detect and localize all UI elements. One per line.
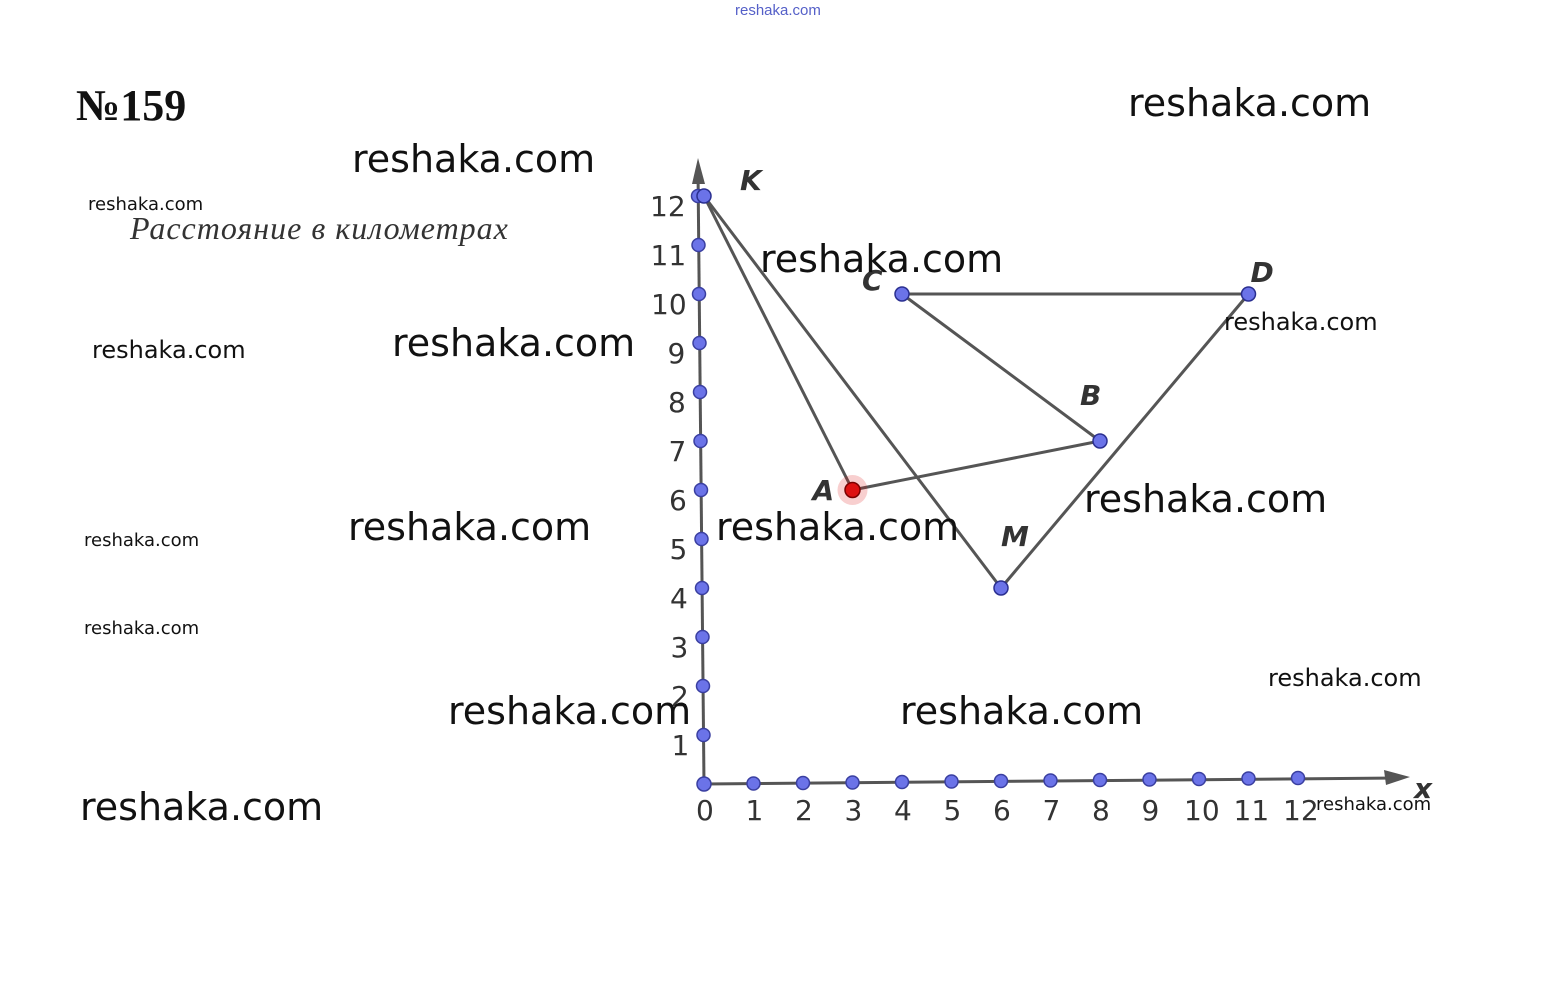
y-tick-point [693,433,708,449]
x-tick-point [944,774,959,789]
watermark: reshaka.com [900,689,1144,733]
x-tick-point [746,776,761,791]
y-tick-label: 5 [670,533,688,566]
y-axis-arrow [692,158,705,184]
point-M [993,580,1009,596]
point-label-D: D [1251,256,1274,289]
y-tick-label: 11 [651,239,687,272]
point-label-C: C [862,264,883,297]
x-tick-label: 11 [1234,794,1270,827]
watermark: reshaka.com [84,530,200,551]
x-tick-label: 6 [993,794,1011,827]
origin-point [696,776,712,792]
x-tick-label: 9 [1142,794,1160,827]
segment-BC [901,292,1101,443]
watermark: reshaka.com [760,237,1004,281]
watermark: reshaka.com [1316,794,1432,815]
point-label-A: A [811,474,835,507]
x-tick-point [894,774,910,790]
segment-KA [702,195,854,491]
point-label-B: B [1080,379,1101,412]
x-axis-name: x [1412,772,1433,805]
point-label-M: M [1001,520,1029,553]
watermark: reshaka.com [80,785,324,829]
x-tick-point [1241,771,1256,786]
x-tick-label: 4 [894,794,912,827]
x-tick-point [1142,772,1157,787]
watermark: reshaka.com [84,618,200,639]
point-K [696,188,712,204]
segment-DM [999,293,1250,589]
watermark: reshaka.com [716,505,960,549]
segments [702,195,1250,589]
watermark: reshaka.com [1224,308,1378,336]
x-tick-label: 5 [944,794,962,827]
watermark: reshaka.com [1128,81,1372,125]
x-tick-point [845,775,860,790]
y-tick-point [695,629,710,645]
y-tick-label: 6 [669,484,687,517]
x-axis-arrow [1384,770,1410,785]
watermark: reshaka.com [392,321,636,365]
distance-label: Расстояние в километрах [130,210,509,246]
x-tick-label: 7 [1043,794,1061,827]
task-number: №159 [76,81,187,130]
x-tick-point [1191,771,1207,787]
point-A [844,481,861,499]
y-tick-label: 1 [672,729,690,762]
x-tick-label: 10 [1184,794,1220,827]
y-tick-label: 3 [671,631,689,664]
points: K C D B A M [696,164,1274,596]
y-tick-point [692,335,707,351]
y-tick-label: 4 [670,582,688,615]
x-tick-label: 8 [1092,794,1110,827]
y-tick-label: 2 [671,680,689,713]
y-tick-label: 9 [668,337,686,370]
point-B [1092,433,1108,449]
x-tick-label: 3 [845,794,863,827]
x-tick-point [795,775,811,791]
segment-MK [702,195,1003,589]
y-tick-label: 7 [669,435,687,468]
watermark: reshaka.com [352,137,596,181]
watermark-top: reshaka.com [735,2,821,19]
watermark: reshaka.com [1084,477,1328,521]
y-tick-point [691,286,707,302]
x-tick-label: 0 [696,794,714,827]
watermark: reshaka.com [1268,664,1422,692]
watermark: reshaka.com [88,194,204,215]
x-tick-label: 2 [795,794,813,827]
x-tick-point [1092,772,1108,788]
point-D [1240,286,1257,302]
y-tick-point [693,482,709,498]
x-tick-point [1290,770,1306,786]
watermark: reshaka.com [448,689,692,733]
y-tick-point [694,531,709,547]
y-tick-label: 8 [668,386,686,419]
watermark: reshaka.com [348,505,592,549]
x-tick-label: 1 [746,794,764,827]
y-tick-point [696,727,711,743]
y-tick-point [694,580,710,596]
y-tick-label: 10 [651,288,687,321]
x-tick-label: 12 [1283,794,1319,827]
x-tick-point [1043,773,1058,788]
y-tick-point [692,384,708,400]
y-tick-label: 12 [650,190,686,223]
segment-AB [852,439,1101,492]
y-tick-point [695,678,711,694]
watermark: reshaka.com [92,336,246,364]
y-tick-point [691,237,706,253]
point-label-K: K [740,164,764,197]
x-tick-point [993,773,1009,789]
point-C [894,286,910,302]
